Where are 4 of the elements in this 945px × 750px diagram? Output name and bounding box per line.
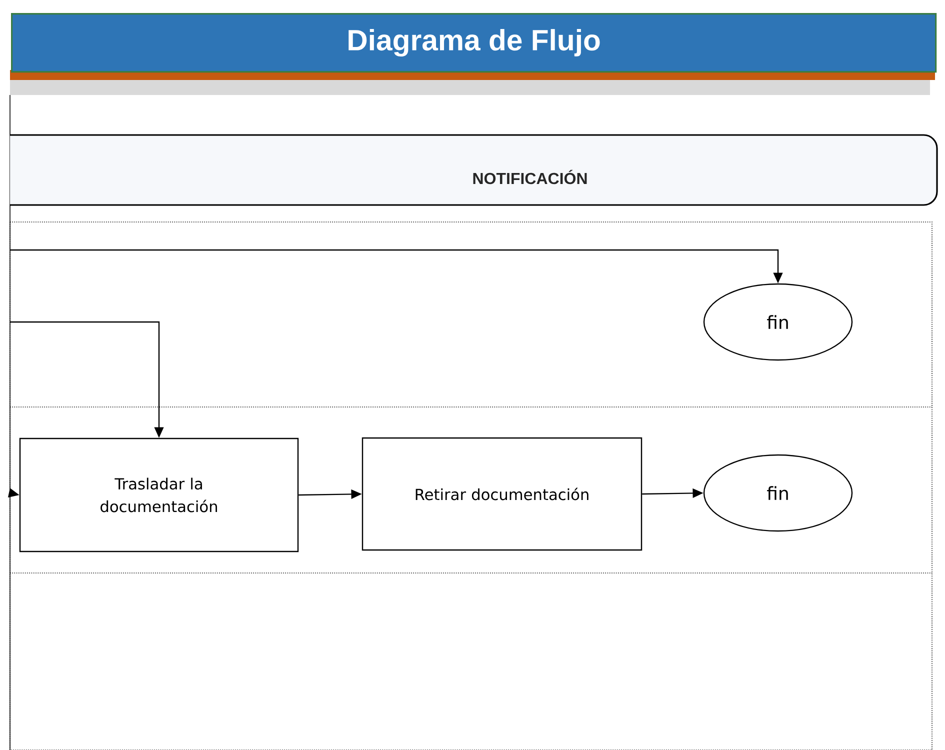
process-box: Retirar documentación	[362, 437, 642, 551]
lane-header: NOTIFICACIÓN	[10, 134, 938, 206]
title-banner: Diagrama de Flujo	[11, 12, 937, 73]
process-box: Trasladar la documentación	[19, 438, 299, 552]
